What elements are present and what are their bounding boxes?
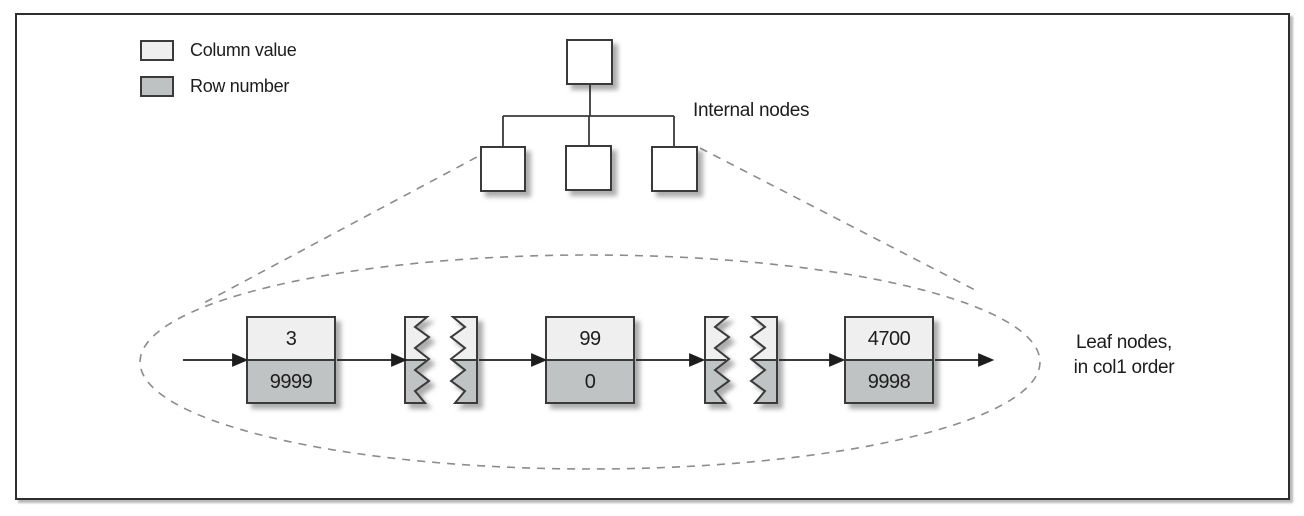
tree-connector-lines — [502, 84, 675, 147]
legend-label: Row number — [190, 76, 290, 96]
internal-node-box — [651, 146, 698, 192]
leaf-col-value: 3 — [285, 327, 297, 350]
zoom-funnel-line-right — [699, 147, 976, 291]
row-number-swatch-icon — [140, 76, 174, 97]
internal-nodes-label: Internal nodes — [693, 100, 810, 121]
leaf-nodes-label-line2: in col1 order — [1073, 357, 1175, 378]
internal-node-box — [480, 146, 526, 192]
zoom-funnel-line-left — [199, 149, 491, 306]
leaf-nodes-label-line1: Leaf nodes, — [1075, 332, 1172, 353]
leaf-col-value: 4700 — [867, 327, 911, 350]
leaf-row-number: 9998 — [867, 370, 911, 393]
flow-arrow — [479, 353, 548, 367]
flow-arrow — [636, 353, 706, 367]
leaf-row-number: 0 — [584, 370, 596, 393]
column-value-swatch-icon — [140, 40, 174, 61]
root-node-box — [566, 39, 613, 85]
flow-arrows — [183, 353, 995, 367]
flow-arrow — [337, 353, 408, 367]
legend-item-column-value: Column value — [140, 40, 297, 61]
leaf-col-value: 99 — [579, 327, 601, 350]
legend-item-row-number: Row number — [140, 76, 289, 97]
leaf-level-ellipse — [139, 254, 1041, 470]
leaf-row-number: 9999 — [269, 370, 313, 393]
internal-node-box — [565, 145, 612, 191]
leaf-nodes-label: Leaf nodes, in col1 order — [1038, 330, 1210, 380]
flow-arrow — [935, 353, 995, 367]
flow-arrow — [779, 353, 846, 367]
legend-label: Column value — [190, 40, 297, 60]
flow-arrow — [183, 353, 249, 367]
internal-nodes-tree — [480, 39, 698, 192]
